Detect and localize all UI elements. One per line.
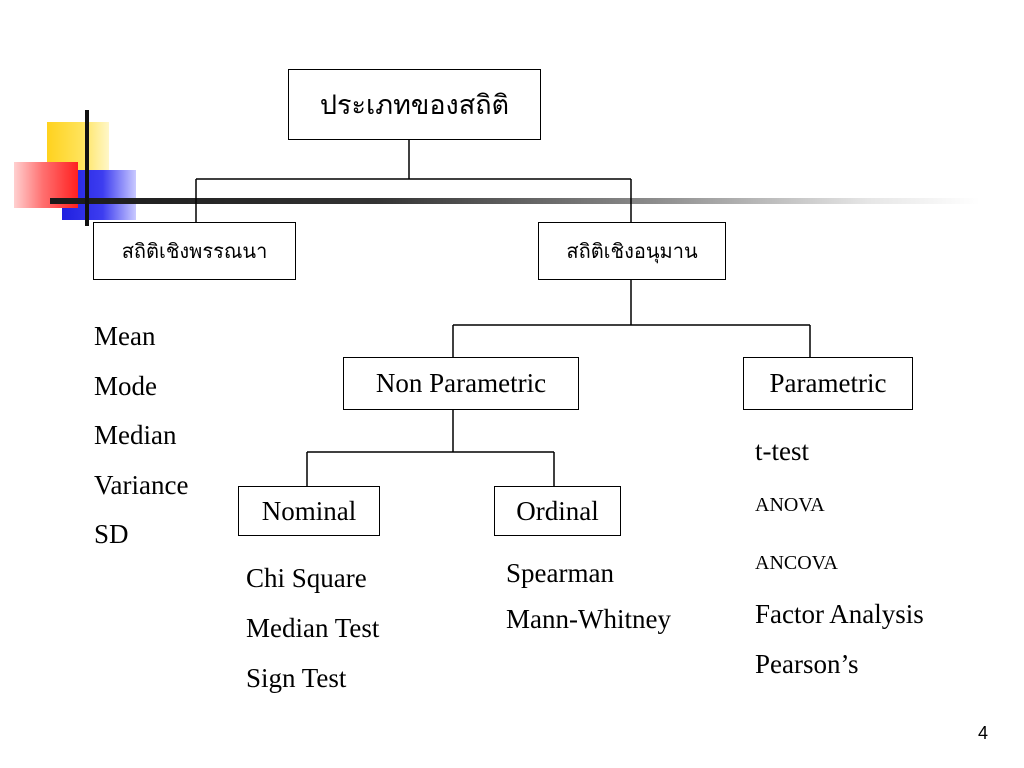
node-parametric: Parametric xyxy=(743,357,913,410)
node-nominal: Nominal xyxy=(238,486,380,536)
list-item-median: Median xyxy=(94,420,177,450)
node-ordinal: Ordinal xyxy=(494,486,621,536)
list-item-ancova: ANCOVA xyxy=(755,552,838,574)
list-item-mean: Mean xyxy=(94,321,156,351)
node-statistics-types: ประเภทของสถิติ xyxy=(288,69,541,140)
decor-horizontal-rule xyxy=(50,198,980,204)
node-descriptive-statistics: สถิติเชิงพรรณนา xyxy=(93,222,296,280)
list-item-sd: SD xyxy=(94,519,129,549)
list-item-variance: Variance xyxy=(94,469,189,500)
node-non-parametric: Non Parametric xyxy=(343,357,579,410)
page-number: 4 xyxy=(978,723,989,743)
list-item-spearman: Spearman xyxy=(506,558,614,588)
list-item-mode: Mode xyxy=(94,370,157,401)
list-item-anova: ANOVA xyxy=(755,494,825,516)
list-item-t-test: t-test xyxy=(755,436,809,466)
node-inferential-statistics: สถิติเชิงอนุมาน xyxy=(538,222,726,280)
list-item-sign-test: Sign Test xyxy=(246,663,347,693)
descriptive-statistics-list: Mean Mode Median Variance SD xyxy=(94,318,188,566)
list-item-pearsons: Pearson’s xyxy=(755,649,859,679)
ordinal-tests-list: Spearman Mann-Whitney xyxy=(506,555,671,647)
list-item-factor-analysis: Factor Analysis xyxy=(755,599,924,629)
list-item-chi-square: Chi Square xyxy=(246,563,367,593)
decor-vertical-rule xyxy=(85,110,89,226)
list-item-mann-whitney: Mann-Whitney xyxy=(506,604,671,634)
nominal-tests-list: Chi Square Median Test Sign Test xyxy=(246,560,379,710)
list-item-median-test: Median Test xyxy=(246,613,380,643)
